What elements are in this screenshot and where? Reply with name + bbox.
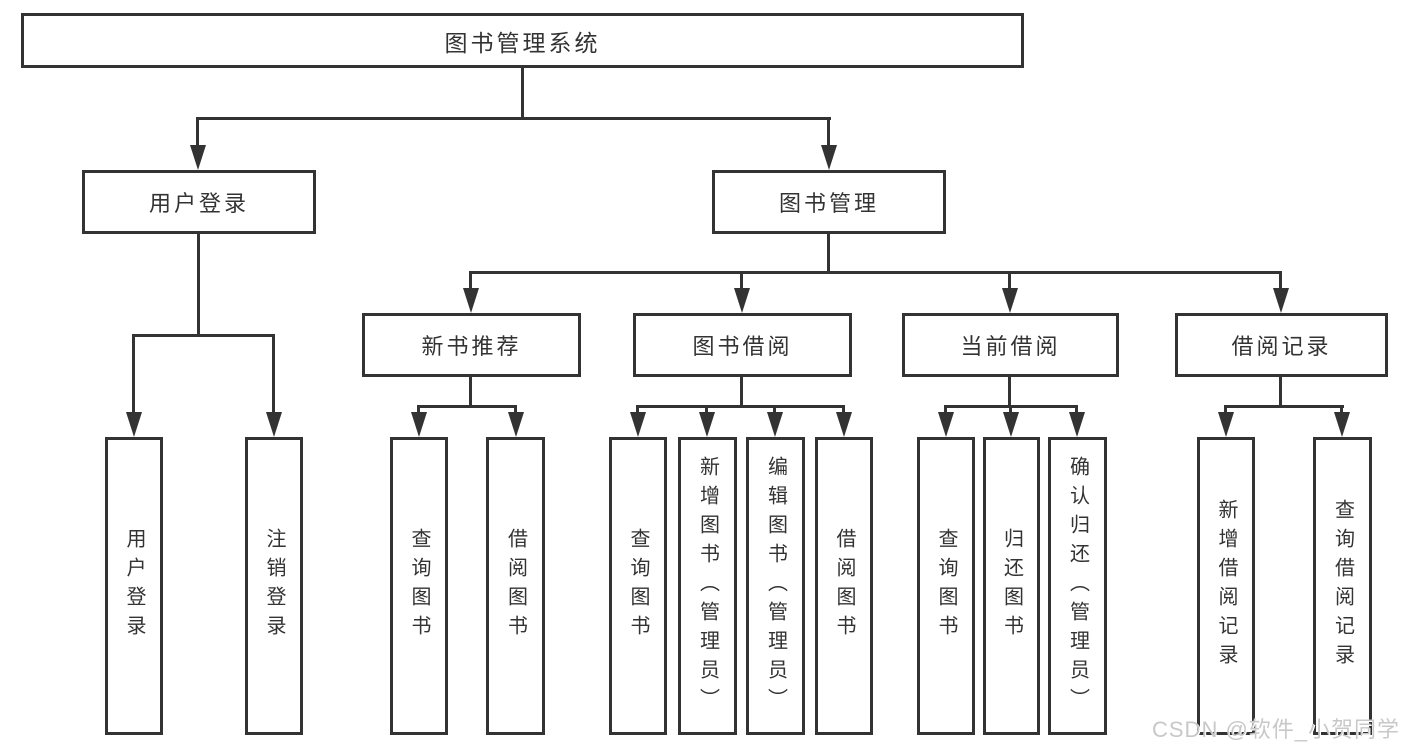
connector-stem bbox=[773, 405, 776, 417]
connector-stem bbox=[842, 405, 845, 417]
connector-stem-user-login bbox=[196, 117, 199, 147]
arrowhead-down-icon bbox=[266, 412, 282, 437]
arrowhead-down-icon bbox=[1273, 288, 1289, 313]
connector-new-book-split bbox=[418, 405, 517, 408]
connector-stem-book-management bbox=[827, 117, 830, 147]
arrowhead-down-icon bbox=[190, 145, 206, 170]
arrowhead-down-icon bbox=[1218, 412, 1234, 437]
node-user-login: 用户登录 bbox=[82, 170, 316, 234]
leaf-query-books-current: 查询图书 bbox=[917, 437, 975, 735]
connector-book-borrow-trunk bbox=[740, 377, 743, 408]
arrowhead-down-icon bbox=[821, 145, 837, 170]
connector-stem bbox=[1224, 405, 1227, 417]
connector-book-management-split bbox=[470, 271, 1282, 274]
leaf-edit-books-admin: 编辑图书（管理员） bbox=[746, 437, 805, 735]
node-new-book-recommend: 新书推荐 bbox=[362, 313, 581, 377]
leaf-confirm-return-admin: 确认归还（管理员） bbox=[1048, 437, 1107, 735]
leaf-borrow-books-recommend: 借阅图书 bbox=[486, 437, 545, 735]
arrowhead-down-icon bbox=[411, 412, 427, 437]
leaf-return-books: 归还图书 bbox=[983, 437, 1040, 735]
connector-stem bbox=[636, 405, 639, 417]
arrowhead-down-icon bbox=[1002, 288, 1018, 313]
connector-root-split bbox=[197, 117, 831, 120]
leaf-query-books-recommend: 查询图书 bbox=[390, 437, 448, 735]
leaf-borrow-books: 借阅图书 bbox=[815, 437, 873, 735]
connector-stem-new-book bbox=[469, 271, 472, 291]
connector-borrow-records-split bbox=[1225, 405, 1344, 408]
connector-root-trunk bbox=[521, 68, 524, 120]
connector-stem-borrow-records bbox=[1279, 271, 1282, 291]
connector-stem bbox=[514, 405, 517, 417]
leaf-add-books-admin: 新增图书（管理员） bbox=[678, 437, 737, 735]
node-book-management: 图书管理 bbox=[712, 170, 946, 234]
arrowhead-down-icon bbox=[938, 412, 954, 437]
node-current-borrow: 当前借阅 bbox=[902, 313, 1119, 377]
connector-borrow-records-trunk bbox=[1279, 377, 1282, 408]
arrowhead-down-icon bbox=[1069, 412, 1085, 437]
arrowhead-down-icon bbox=[1334, 412, 1350, 437]
connector-stem bbox=[1009, 405, 1012, 417]
arrowhead-down-icon bbox=[699, 412, 715, 437]
arrowhead-down-icon bbox=[508, 412, 524, 437]
arrowhead-down-icon bbox=[463, 288, 479, 313]
leaf-user-login: 用户登录 bbox=[105, 437, 163, 735]
leaf-query-borrow-record: 查询借阅记录 bbox=[1313, 437, 1372, 735]
connector-user-login-split bbox=[133, 334, 275, 337]
connector-current-borrow-trunk bbox=[1008, 377, 1011, 408]
arrowhead-down-icon bbox=[1003, 412, 1019, 437]
leaf-add-borrow-record: 新增借阅记录 bbox=[1197, 437, 1255, 735]
connector-stem bbox=[705, 405, 708, 417]
connector-stem-book-borrow bbox=[740, 271, 743, 291]
connector-book-borrow-split bbox=[637, 405, 845, 408]
connector-stem bbox=[1075, 405, 1078, 417]
connector-stem bbox=[944, 405, 947, 417]
csdn-watermark: CSDN @软件_小贺同学 bbox=[1152, 717, 1401, 742]
connector-book-management-trunk bbox=[827, 234, 830, 274]
connector-stem-current-borrow bbox=[1008, 271, 1011, 291]
connector-stem bbox=[1340, 405, 1343, 417]
leaf-query-books-borrow: 查询图书 bbox=[609, 437, 667, 735]
arrowhead-down-icon bbox=[836, 412, 852, 437]
connector-user-login-trunk bbox=[197, 234, 200, 337]
arrowhead-down-icon bbox=[630, 412, 646, 437]
leaf-logout-login: 注销登录 bbox=[245, 437, 303, 735]
arrowhead-down-icon bbox=[734, 288, 750, 313]
node-library-system: 图书管理系统 bbox=[21, 13, 1024, 68]
connector-new-book-trunk bbox=[469, 377, 472, 408]
node-book-borrow: 图书借阅 bbox=[633, 313, 852, 377]
arrowhead-down-icon bbox=[767, 412, 783, 437]
arrowhead-down-icon bbox=[126, 412, 142, 437]
connector-stem bbox=[417, 405, 420, 417]
connector-stem-leaf-user-login bbox=[132, 334, 135, 414]
node-borrow-records: 借阅记录 bbox=[1175, 313, 1388, 377]
connector-stem-leaf-logout bbox=[272, 334, 275, 414]
